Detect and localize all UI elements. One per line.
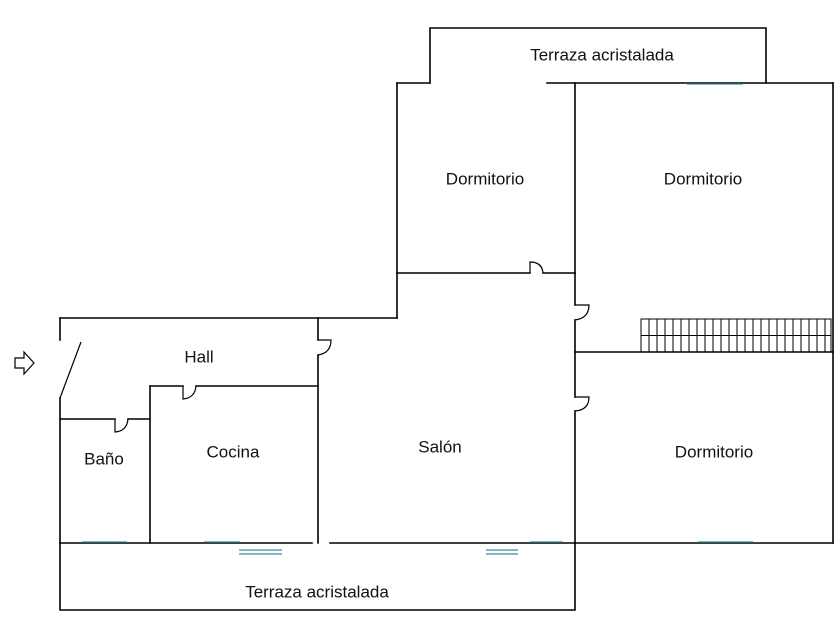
bedroom-top-right-walls (574, 82, 834, 544)
room-label-terrace-bottom: Terraza acristalada (245, 582, 389, 601)
room-label-bedroom-top-right: Dormitorio (664, 169, 742, 188)
room-label-bedroom-top-left: Dormitorio (446, 169, 524, 188)
room-label-terrace-top: Terraza acristalada (530, 45, 674, 64)
bottom-facade (59, 541, 834, 611)
room-label-hall: Hall (184, 347, 213, 366)
room-label-living-room: Salón (418, 437, 461, 456)
room-label-bedroom-bottom-right: Dormitorio (675, 442, 753, 461)
room-label-kitchen: Cocina (207, 442, 260, 461)
bedroom-top-left-walls (396, 82, 576, 319)
room-label-bathroom: Baño (84, 449, 124, 468)
hall-walls (59, 317, 398, 544)
terrace-top (429, 27, 767, 84)
staircase (640, 318, 832, 353)
arrow-right-icon (14, 350, 35, 376)
